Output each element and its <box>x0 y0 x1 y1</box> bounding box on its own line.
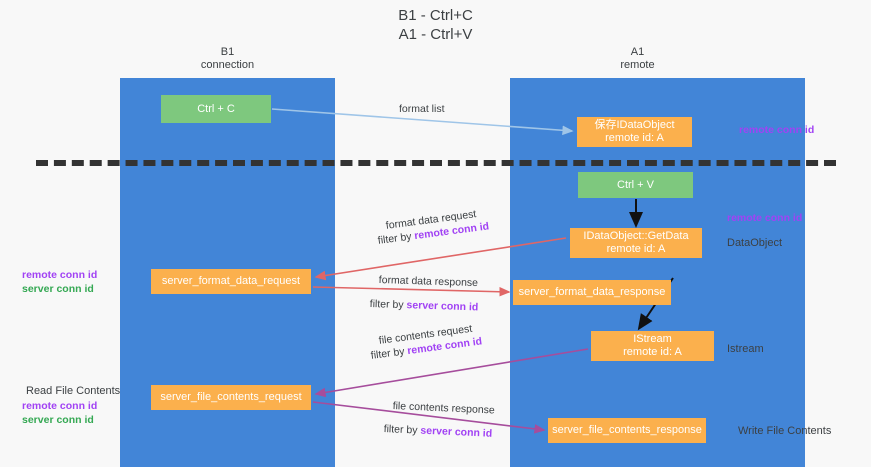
arrow-format-data-request <box>314 237 567 281</box>
edge-label-format-list: format list <box>399 103 445 115</box>
box-server-file-contents-response[interactable]: server_file_contents_response <box>548 418 706 443</box>
box-server-format-data-request[interactable]: server_format_data_request <box>151 269 311 294</box>
annotation-remote-conn-id-top: remote conn id <box>739 124 815 136</box>
annotation-conn-ids-format: remote conn id server conn id <box>22 268 97 296</box>
box-server-format-data-response[interactable]: server_format_data_response <box>513 280 671 305</box>
label-read-file-contents: Read File Contents <box>26 385 121 397</box>
box-idataobject-getdata[interactable]: IDataObject::GetData remote id: A <box>570 228 702 258</box>
box-ctrl-v[interactable]: Ctrl + V <box>578 172 693 198</box>
filter-key-server-conn-id: server conn id <box>420 424 493 440</box>
filter-key-server-conn-id: server conn id <box>406 299 479 314</box>
label-write-file-contents: Write File Contents <box>738 425 832 437</box>
filter-prefix: filter by <box>383 422 421 437</box>
annotation-conn-ids-file: remote conn id server conn id <box>22 399 97 427</box>
diagram-title: B1 - Ctrl+C A1 - Ctrl+V <box>398 7 473 43</box>
annotation-remote-conn-id-mid: remote conn id <box>727 212 803 224</box>
arrow-file-contents-response <box>312 401 546 434</box>
box-idataobject[interactable]: 保存IDataObject remote id: A <box>577 117 692 147</box>
annotation-remote-conn-id: remote conn id <box>22 269 98 281</box>
arrow-format-list <box>271 108 574 136</box>
annotation-server-conn-id: server conn id <box>22 414 94 426</box>
section-divider-dashed <box>36 160 836 166</box>
arrow-format-data-response <box>312 286 511 297</box>
box-istream[interactable]: IStream remote id: A <box>591 331 714 361</box>
lane-header-b1: B1 connection <box>200 46 255 71</box>
label-istream: Istream <box>727 343 764 355</box>
box-ctrl-c[interactable]: Ctrl + C <box>161 95 271 123</box>
arrow-file-contents-request <box>314 348 589 398</box>
box-server-file-contents-request[interactable]: server_file_contents_request <box>151 385 311 410</box>
annotation-remote-conn-id: remote conn id <box>22 400 98 412</box>
annotation-server-conn-id: server conn id <box>22 283 94 295</box>
label-dataobject: DataObject <box>727 237 783 249</box>
lane-header-a1: A1 remote <box>620 46 655 71</box>
filter-prefix: filter by <box>369 297 407 312</box>
